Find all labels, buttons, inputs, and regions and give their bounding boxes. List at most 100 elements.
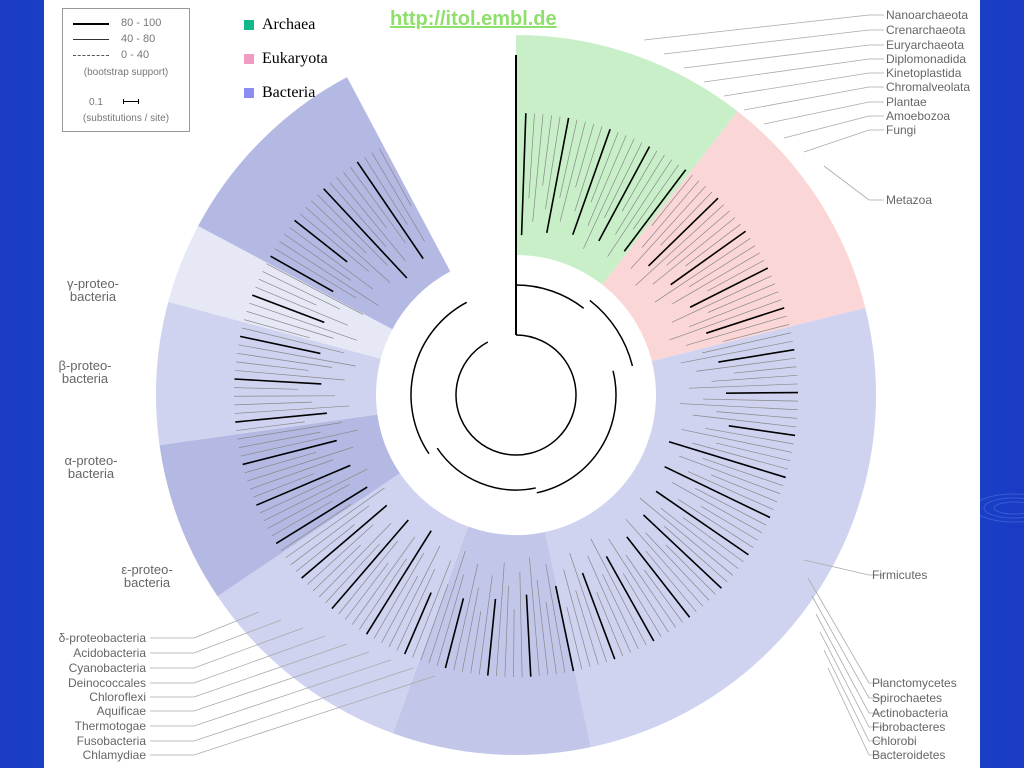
clade-label-line: bacteria xyxy=(67,466,115,481)
tree-branch xyxy=(356,161,424,260)
tree-branch xyxy=(566,606,583,670)
tree-branch xyxy=(716,411,798,419)
tree-branch xyxy=(371,152,425,242)
tree-branch xyxy=(311,200,367,254)
leader-line xyxy=(803,559,884,576)
tree-branch xyxy=(596,592,624,657)
tree-branch xyxy=(664,525,728,583)
tree-branch xyxy=(495,562,505,677)
archaea-band xyxy=(516,35,738,285)
tree-branch xyxy=(284,233,352,281)
tree-branch xyxy=(365,530,432,635)
clade-label-line: ε-proteo- xyxy=(121,562,173,577)
domain-label: Archaea xyxy=(262,16,316,33)
tree-branch xyxy=(323,188,408,279)
tree-branch xyxy=(270,255,334,293)
scale-value: 0.1 xyxy=(89,97,103,108)
leader-line xyxy=(150,659,392,727)
legend-line-solid-thin xyxy=(73,39,109,40)
tree-branch xyxy=(681,429,793,453)
tree-branch xyxy=(598,146,651,242)
tree-branch xyxy=(244,451,317,474)
tree-branch xyxy=(651,174,693,226)
clade-label-epsilon-proteobacteria: ε-proteo- bacteria xyxy=(112,563,182,589)
tree-branch xyxy=(364,156,408,225)
tree-branch xyxy=(234,387,299,390)
clade-label-alpha-proteobacteria: α-proteo- bacteria xyxy=(56,454,126,480)
tree-branch xyxy=(274,248,357,299)
domain-label: Eukaryota xyxy=(262,50,328,67)
tree-branch xyxy=(396,568,436,651)
tree-branch xyxy=(267,484,350,529)
tree-branch xyxy=(235,412,327,423)
itol-link[interactable]: http://itol.embl.de xyxy=(390,8,557,30)
tree-branch xyxy=(680,340,793,364)
tree-branch xyxy=(255,286,348,326)
tree-branch xyxy=(575,123,595,188)
clade-label-chromalveolata: Chromalveolata xyxy=(886,80,971,94)
clade-arc xyxy=(436,447,536,491)
clade-label-plantae: Plantae xyxy=(886,95,927,109)
tree-branch xyxy=(542,115,552,186)
tree-branch xyxy=(461,587,479,672)
tree-branch xyxy=(688,245,756,288)
tree-branch xyxy=(420,584,449,661)
tree-branch xyxy=(655,490,749,556)
epsilon-delta-band xyxy=(159,414,400,597)
tree-branch xyxy=(682,517,744,563)
tree-branch xyxy=(685,315,787,346)
clade-label-planctomycetes: Planctomycetes xyxy=(872,676,957,690)
tree-branch xyxy=(234,405,350,414)
clade-label-deinococcales: Deinococcales xyxy=(67,676,146,690)
clade-label-fibrobacteres: Fibrobacteres xyxy=(872,720,946,734)
leader-line xyxy=(803,129,884,153)
tree-branch xyxy=(645,532,710,601)
tree-branch xyxy=(563,569,591,668)
leader-line xyxy=(811,595,884,699)
tree-branch xyxy=(639,497,734,576)
tree-branch xyxy=(687,471,774,511)
tree-branch xyxy=(241,327,345,354)
clade-label-thermotogae: Thermotogae xyxy=(74,719,146,733)
tree-branch xyxy=(536,579,549,676)
tree-branch xyxy=(545,564,566,673)
tree-branch xyxy=(259,479,332,514)
clade-label-line: β-proteo- xyxy=(58,358,112,373)
tree-branch xyxy=(331,519,409,610)
leader-line xyxy=(150,627,304,669)
tree-branch xyxy=(513,608,515,677)
tree-branch xyxy=(587,555,632,653)
tree-branch xyxy=(258,278,317,306)
tree-branch xyxy=(252,294,325,324)
tree-branch xyxy=(665,544,716,595)
tree-branch xyxy=(238,344,356,367)
tree-branch xyxy=(253,473,314,498)
tree-branch xyxy=(688,291,779,328)
tree-branch xyxy=(378,148,412,207)
tree-branch xyxy=(317,194,388,266)
leader-line xyxy=(150,651,370,712)
leader-line xyxy=(150,619,282,654)
tree-branch xyxy=(249,302,358,341)
beta-band xyxy=(168,225,393,359)
tree-branch xyxy=(263,468,368,522)
clade-label-chloroflexi: Chloroflexi xyxy=(89,690,146,704)
leader-line xyxy=(663,29,884,55)
tree-branch xyxy=(373,552,425,639)
tree-branch xyxy=(625,519,704,607)
tree-branch xyxy=(545,116,561,210)
tree-branch xyxy=(711,374,798,382)
legend-row-high: 80 - 100 xyxy=(63,17,183,29)
clade-label-beta-proteobacteria: β-proteo- bacteria xyxy=(50,359,120,385)
tree-branch xyxy=(707,260,764,292)
tree-branch xyxy=(239,335,321,355)
tree-branch xyxy=(692,414,797,428)
clade-arc xyxy=(589,299,634,367)
tree-branch xyxy=(669,299,782,341)
tree-branch xyxy=(345,562,389,620)
clade-label-nanoarchaeota: Nanoarchaeota xyxy=(886,8,969,22)
legend-caption: (bootstrap support) xyxy=(83,67,169,78)
tree-branch xyxy=(705,427,794,445)
scale-bar xyxy=(123,99,139,104)
tree-branch xyxy=(632,164,680,230)
